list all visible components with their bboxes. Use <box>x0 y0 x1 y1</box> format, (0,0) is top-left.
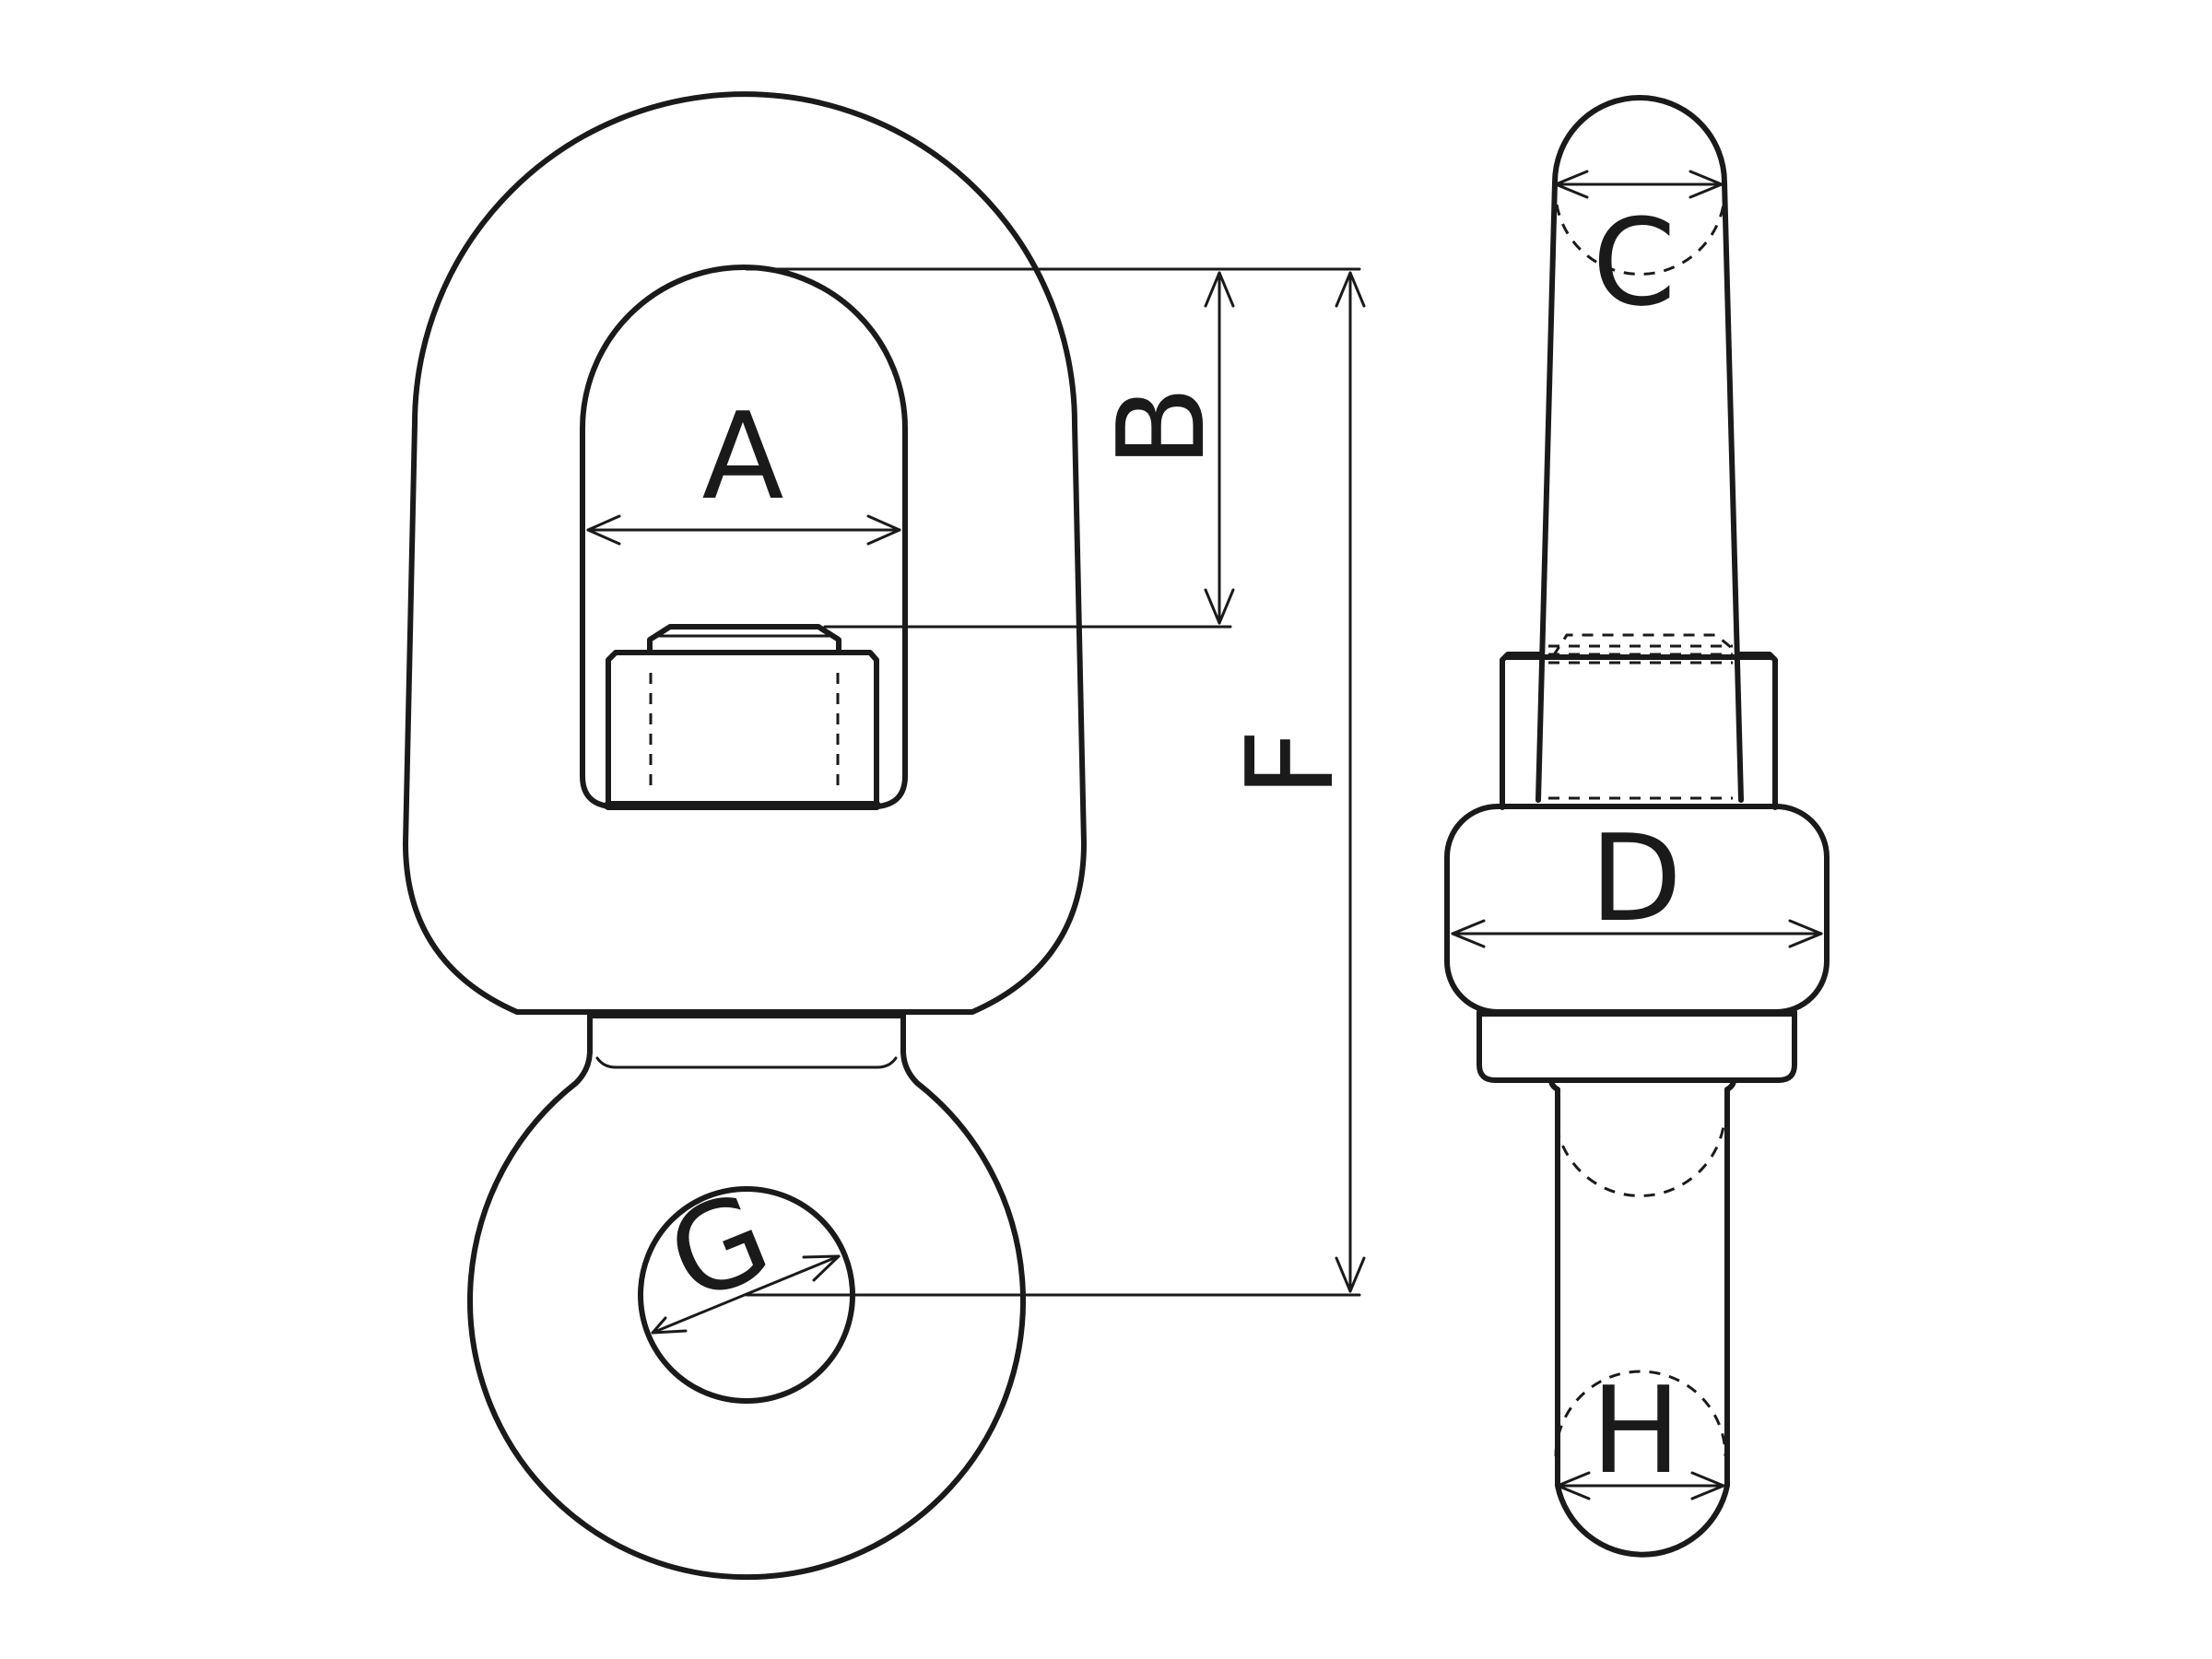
label-b: B <box>1091 385 1231 467</box>
dim-g-arrow-lower <box>651 1316 688 1335</box>
label-a: A <box>702 386 784 526</box>
label-h: H <box>1591 1360 1681 1500</box>
dim-f-arrow-top <box>1335 271 1366 308</box>
dim-h-arrow-left <box>1556 1471 1591 1500</box>
washer <box>1477 1009 1797 1083</box>
dim-c-arrow-right <box>1688 170 1724 199</box>
dim-d-arrow-right <box>1788 919 1823 948</box>
upper-shank <box>1535 95 1744 803</box>
label-d: D <box>1590 808 1682 948</box>
dim-g-arrow-upper <box>802 1254 841 1282</box>
dim-a-arrow-left <box>586 514 621 546</box>
neck <box>467 1011 1026 1581</box>
nut-side <box>1500 652 1542 810</box>
nut-side-right <box>1735 652 1778 810</box>
dim-g-line <box>651 1254 841 1335</box>
dim-b-arrow-top <box>1204 271 1235 308</box>
hidden-arc-lower <box>1554 1370 1727 1457</box>
inner-opening <box>580 265 908 809</box>
label-f: F <box>1220 729 1360 798</box>
front-view <box>403 91 1087 1581</box>
dim-a-arrow-right <box>866 514 901 546</box>
nut-hidden-cap <box>1551 633 1734 657</box>
label-c: C <box>1593 193 1677 333</box>
outer-eye-body <box>403 91 1087 1015</box>
dim-b-arrow-bottom <box>1204 588 1235 625</box>
side-view <box>1444 95 1830 1558</box>
nut-cap <box>647 624 841 655</box>
neck-inner <box>595 1056 898 1069</box>
lower-shank <box>1548 1077 1736 1558</box>
hidden-arc-mid <box>1555 1125 1725 1197</box>
dimensions <box>586 170 1823 1500</box>
dim-c-arrow-left <box>1554 170 1589 199</box>
dimension-labels: A B F G C D H <box>650 193 1682 1500</box>
dim-f-arrow-bottom <box>1335 1256 1366 1293</box>
nut-body <box>606 650 879 810</box>
dim-h-arrow-right <box>1690 1471 1725 1500</box>
dim-d-arrow-left <box>1451 919 1486 948</box>
